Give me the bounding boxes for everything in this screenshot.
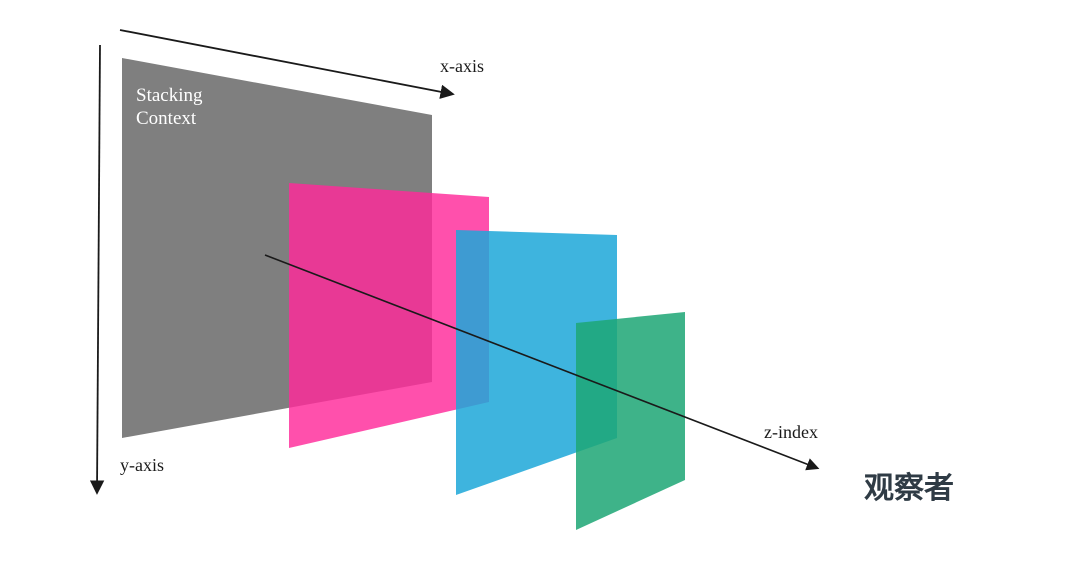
y-axis-line <box>89 44 105 495</box>
y-axis-label: y-axis <box>120 455 164 475</box>
x-axis-label: x-axis <box>440 56 484 76</box>
green-layer-panel <box>576 312 685 530</box>
z-index-label: z-index <box>764 422 818 442</box>
observer-label: 观察者 <box>864 471 954 506</box>
z-index-line <box>264 254 820 471</box>
x-axis-line <box>119 29 455 99</box>
stacking-context-label-line1: Stacking <box>136 85 203 106</box>
stacking-context-label-line2: Context <box>136 108 197 129</box>
pink-layer-panel <box>289 183 489 448</box>
